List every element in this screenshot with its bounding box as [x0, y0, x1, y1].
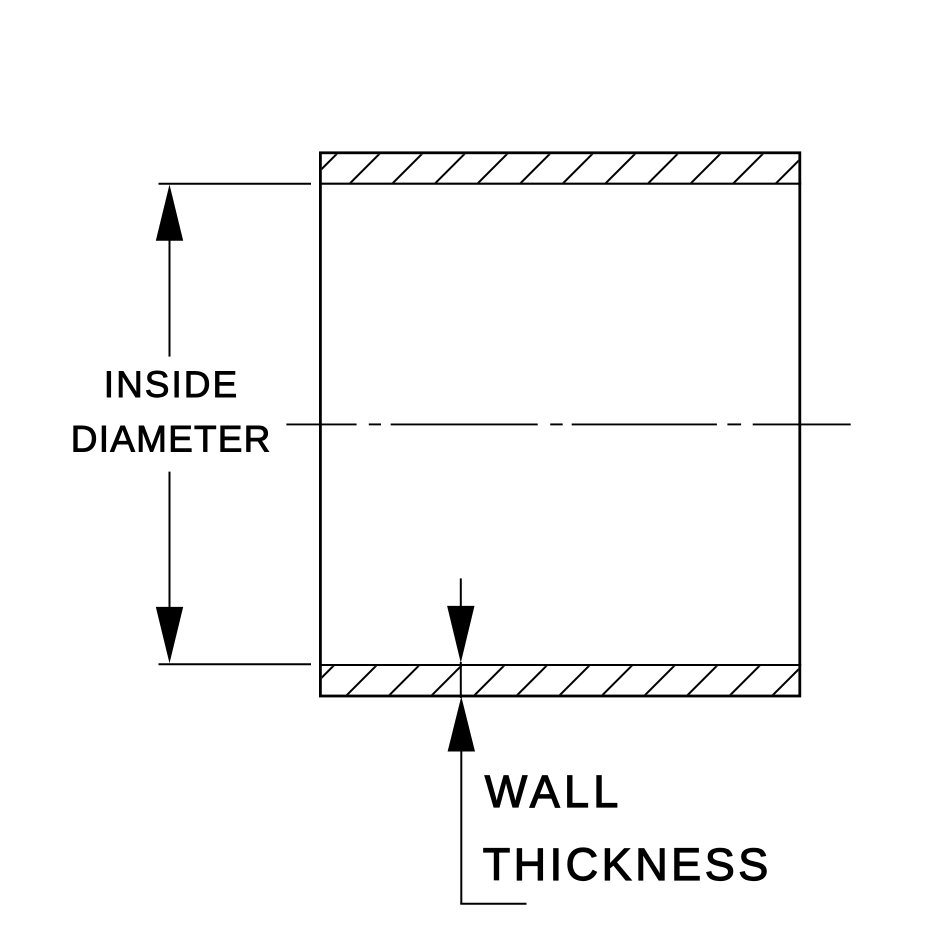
svg-text:INSIDE: INSIDE	[104, 364, 239, 405]
svg-text:THICKNESS: THICKNESS	[483, 839, 772, 890]
svg-text:WALL: WALL	[485, 766, 623, 817]
svg-text:DIAMETER: DIAMETER	[71, 418, 272, 459]
